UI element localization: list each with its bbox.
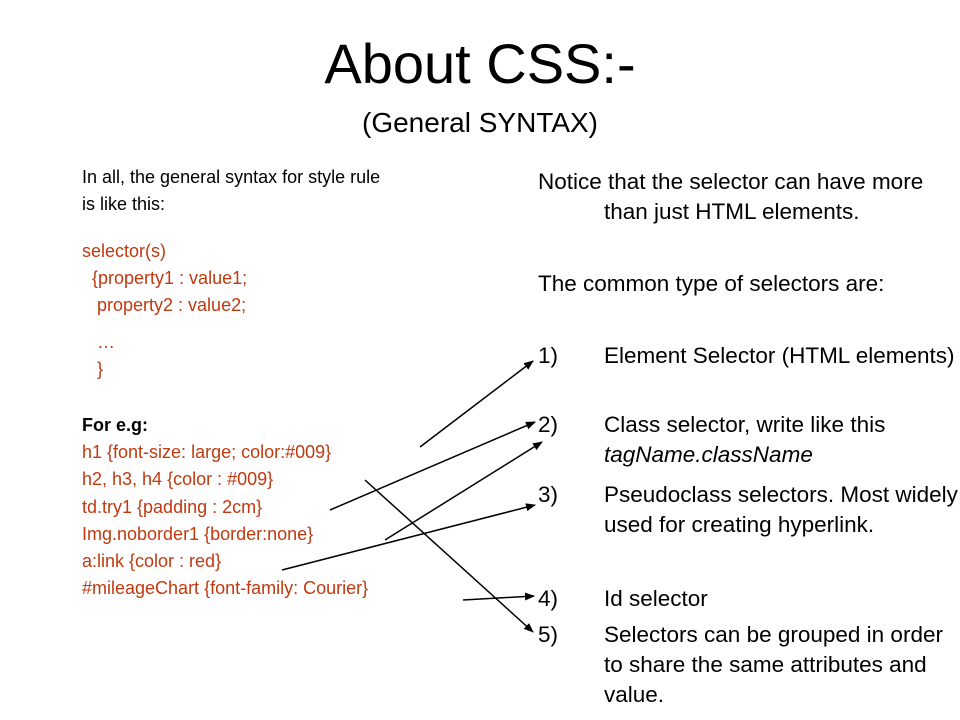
syntax-block: selector(s) {property1 : value1; propert… [82, 238, 492, 383]
syntax-intro: In all, the general syntax for style rul… [82, 164, 492, 218]
example-line: a:link {color : red} [82, 551, 222, 572]
item-text: Pseudoclass selectors. Most widely used … [604, 482, 958, 537]
selector-item-5: 5) Selectors can be grouped in order to s… [538, 620, 958, 710]
syntax-line [82, 319, 492, 329]
item-text: Selectors can be grouped in order to sha… [604, 622, 943, 707]
item-number: 4) [538, 586, 559, 611]
slide-subtitle: (General SYNTAX) [362, 107, 598, 138]
examples-heading: For e.g: [82, 415, 148, 435]
selector-item-3: 3) Pseudoclass selectors. Most widely use… [538, 480, 958, 540]
common-types-text: The common type of selectors are: [538, 271, 885, 296]
intro-line: In all, the general syntax for style rul… [82, 167, 381, 187]
example-line: td.try1 {padding : 2cm} [82, 496, 263, 517]
item-number: 5) [538, 622, 559, 647]
item-text: Id selector [604, 586, 708, 611]
syntax-line: } [82, 359, 104, 379]
syntax-line: property2 : value2; [82, 295, 247, 315]
slide-title: About CSS:- [324, 32, 636, 95]
examples-block: For e.g: h1 {font-size: large; color:#00… [82, 412, 492, 602]
example-line: h2, h3, h4 {color : #009} [82, 469, 274, 490]
intro-line: is like this: [82, 194, 166, 214]
notice-text: Notice that the selector can have more t… [538, 169, 924, 224]
selector-item-2: 2) Class selector, write like this tagNam… [538, 410, 958, 470]
item-text-italic: tagName.className [604, 442, 813, 467]
example-line: Img.noborder1 {border:none} [82, 523, 314, 544]
item-number: 2) [538, 412, 559, 437]
common-types-paragraph: The common type of selectors are: [538, 269, 958, 299]
item-text: Class selector, write like this [604, 412, 886, 437]
selector-item-4: 4) Id selector [538, 584, 958, 614]
example-line: h1 {font-size: large; color:#009} [82, 442, 332, 463]
selector-item-1: 1) Element Selector (HTML elements) [538, 341, 958, 371]
syntax-line: selector(s) [82, 241, 167, 261]
example-line: #mileageChart {font-family: Courier} [82, 578, 369, 599]
syntax-line: {property1 : value1; [82, 268, 248, 288]
syntax-line: … [82, 332, 116, 352]
item-number: 3) [538, 482, 559, 507]
item-text: Element Selector (HTML elements) [604, 343, 955, 368]
notice-paragraph: Notice that the selector can have more t… [538, 167, 958, 227]
item-number: 1) [538, 343, 559, 368]
